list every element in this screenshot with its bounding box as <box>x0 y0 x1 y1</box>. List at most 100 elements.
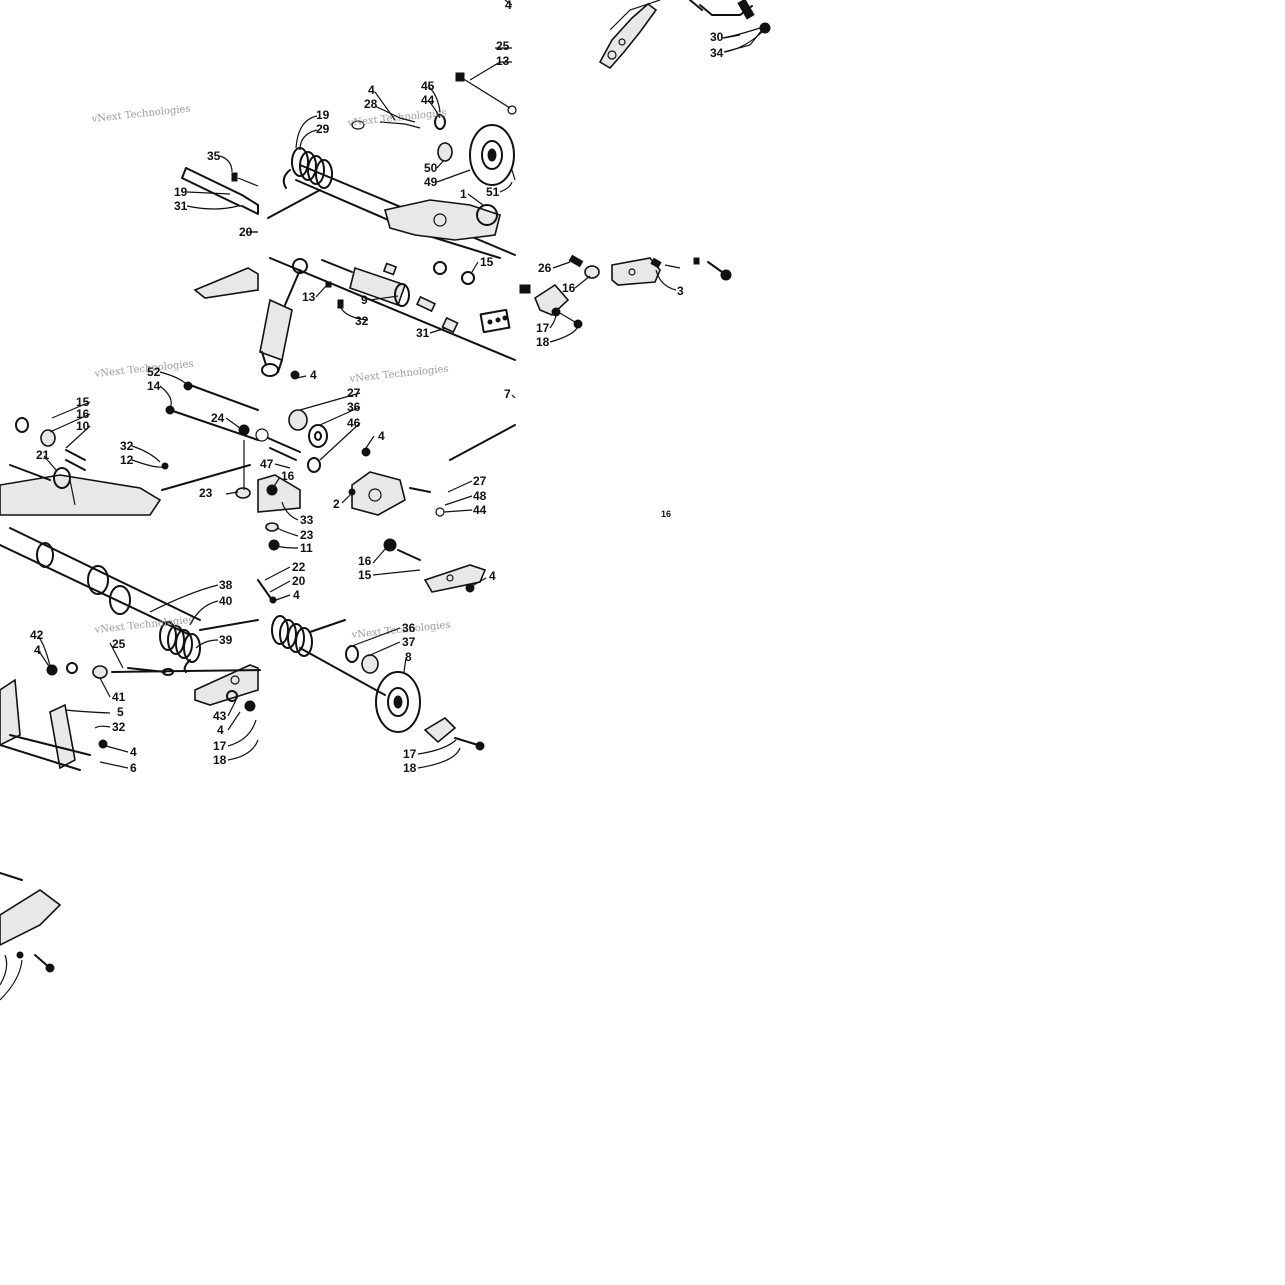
callout: 17 <box>403 747 417 761</box>
callout: 11 <box>300 541 313 555</box>
tile-upper-middle <box>267 0 517 259</box>
callout: 32 <box>355 314 369 328</box>
callout: 51 <box>486 185 500 199</box>
callout: 4 <box>217 723 224 737</box>
watermark: vNext Technologies <box>350 620 451 641</box>
callout: 20 <box>292 574 306 588</box>
callout: 4 <box>310 368 317 382</box>
tile-right-bracket <box>519 254 732 329</box>
callout: 24 <box>211 411 225 425</box>
callout: 43 <box>213 709 227 723</box>
callout: 37 <box>402 635 416 649</box>
callout: 35 <box>207 149 221 163</box>
tile-shock <box>259 257 516 380</box>
callout: 26 <box>538 261 552 275</box>
callout: 22 <box>292 560 306 574</box>
callout: 30 <box>710 30 724 44</box>
shock-absorber-icon <box>259 258 308 377</box>
callout: 13 <box>496 54 510 68</box>
callout: 7 <box>504 387 511 401</box>
tile-center-middle <box>255 409 516 517</box>
callout: 4 <box>293 588 300 602</box>
callout: 45 <box>421 79 435 93</box>
callout: 44 <box>421 93 435 107</box>
callout: 19 <box>174 185 188 199</box>
callout: 44 <box>473 503 487 517</box>
callout: 16 <box>281 469 295 483</box>
tile-far-lower-left <box>0 872 62 1001</box>
callout: 36 <box>347 400 361 414</box>
callout: 39 <box>219 633 233 647</box>
callout: 4 <box>378 429 385 443</box>
callout: 32 <box>112 720 126 734</box>
callout: 49 <box>424 175 438 189</box>
watermark: vNext Technologies <box>348 364 449 385</box>
callout: 52 <box>147 365 161 379</box>
watermark: vNext Technologies <box>346 108 447 129</box>
callouts: 4 25 13 30 34 4 28 45 44 19 29 35 19 31 … <box>30 0 724 775</box>
callout: 8 <box>405 650 412 664</box>
callout: 41 <box>112 690 126 704</box>
callout: 25 <box>112 637 126 651</box>
callout: 48 <box>473 489 487 503</box>
callout: 46 <box>347 416 361 430</box>
callout: 18 <box>213 753 227 767</box>
tile-lower-left <box>0 527 261 771</box>
callout: 17 <box>213 739 227 753</box>
callout: 36 <box>402 621 416 635</box>
callout: 33 <box>300 513 314 527</box>
torsion-spring-icon <box>159 621 201 673</box>
callout: 47 <box>260 457 274 471</box>
callout: 12 <box>120 453 134 467</box>
bogie-wheel-icon <box>375 671 421 733</box>
callout: 4 <box>34 643 41 657</box>
watermark: vNext Technologies <box>90 104 191 125</box>
callout: 20 <box>239 225 253 239</box>
damper-cylinder-icon <box>321 259 410 307</box>
callout: 16 <box>76 407 90 421</box>
callout: 15 <box>480 255 494 269</box>
callout: 6 <box>130 761 137 775</box>
callout: 34 <box>710 46 724 60</box>
callout: 2 <box>333 497 340 511</box>
tile-upper-left <box>181 167 259 233</box>
callout: 5 <box>117 705 124 719</box>
callout: 15 <box>358 568 372 582</box>
callout: 27 <box>347 386 361 400</box>
callout: 28 <box>364 97 378 111</box>
callout: 14 <box>147 379 161 393</box>
coil-spring-icon <box>271 615 313 657</box>
callout: 16 <box>358 554 372 568</box>
callout: 4 <box>505 0 512 12</box>
callout: 23 <box>300 528 314 542</box>
callout: 50 <box>424 161 438 175</box>
callout: 3 <box>677 284 684 298</box>
callout: 40 <box>219 594 233 608</box>
callout: 4 <box>489 569 496 583</box>
callout: 16 <box>661 509 671 519</box>
callout: 10 <box>76 419 90 433</box>
tile-frame-left <box>0 267 259 516</box>
callout: 4 <box>368 83 375 97</box>
callout: 31 <box>174 199 188 213</box>
idler-wheel-icon <box>469 124 515 186</box>
callout: 42 <box>30 628 44 642</box>
callout: 13 <box>302 290 316 304</box>
callout: 17 <box>536 321 550 335</box>
watermark: vNext Technologies <box>93 359 194 380</box>
callout: 32 <box>120 439 134 453</box>
tile-top-right <box>598 0 771 70</box>
spring-icon <box>282 147 333 189</box>
callout: 4 <box>130 745 137 759</box>
callout: 38 <box>219 578 233 592</box>
callout: 29 <box>316 122 330 136</box>
callout: 16 <box>562 281 576 295</box>
callout: 18 <box>403 761 417 775</box>
callout: 23 <box>199 486 213 500</box>
callout: 27 <box>473 474 487 488</box>
callout: 9 <box>361 293 368 307</box>
leader-lines <box>37 29 763 769</box>
callout: 18 <box>536 335 550 349</box>
tile-lower-center <box>257 522 487 751</box>
